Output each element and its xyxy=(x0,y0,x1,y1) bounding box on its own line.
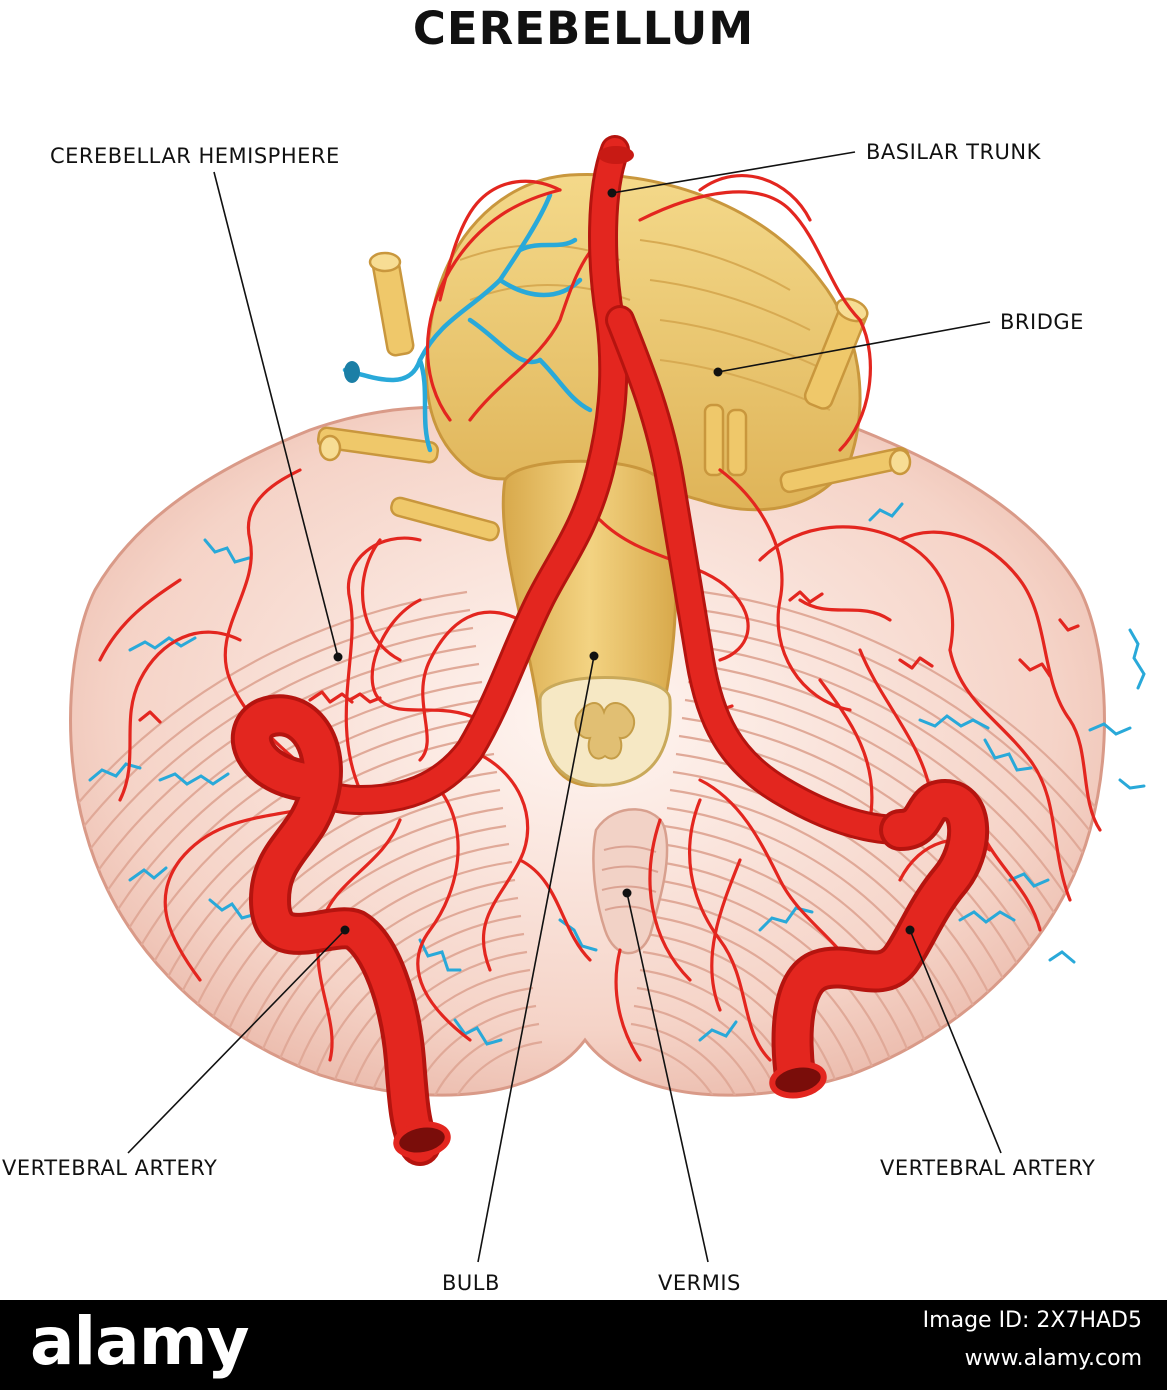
veins xyxy=(342,192,593,453)
label-vertebral-artery-right: VERTEBRAL ARTERY xyxy=(880,1156,1096,1180)
label-basilar-trunk: BASILAR TRUNK xyxy=(866,140,1041,164)
label-bulb: BULB xyxy=(442,1271,500,1295)
main-arteries xyxy=(230,135,990,1166)
leader-lines xyxy=(127,151,1002,1263)
diagram-title: CEREBELLUM xyxy=(412,2,755,55)
leader-dots xyxy=(333,188,915,935)
right-vertebral-opening xyxy=(769,1061,827,1099)
basilar-opening xyxy=(598,146,634,164)
watermark-footer xyxy=(0,1300,1167,1390)
cranial-nerves xyxy=(316,251,912,542)
label-vertebral-artery-left: VERTEBRAL ARTERY xyxy=(2,1156,218,1180)
brand-logo: alamy xyxy=(30,1303,249,1380)
left-vertebral-opening xyxy=(393,1121,451,1159)
image-id: Image ID: 2X7HAD5 xyxy=(922,1308,1142,1333)
label-vermis: VERMIS xyxy=(658,1271,741,1295)
label-cerebellar-hemisphere: CEREBELLAR HEMISPHERE xyxy=(50,144,340,168)
cerebellum-illustration xyxy=(69,135,1146,1263)
label-bridge: BRIDGE xyxy=(1000,310,1084,334)
vermis-shape xyxy=(592,808,669,955)
site-url: www.alamy.com xyxy=(964,1346,1142,1371)
